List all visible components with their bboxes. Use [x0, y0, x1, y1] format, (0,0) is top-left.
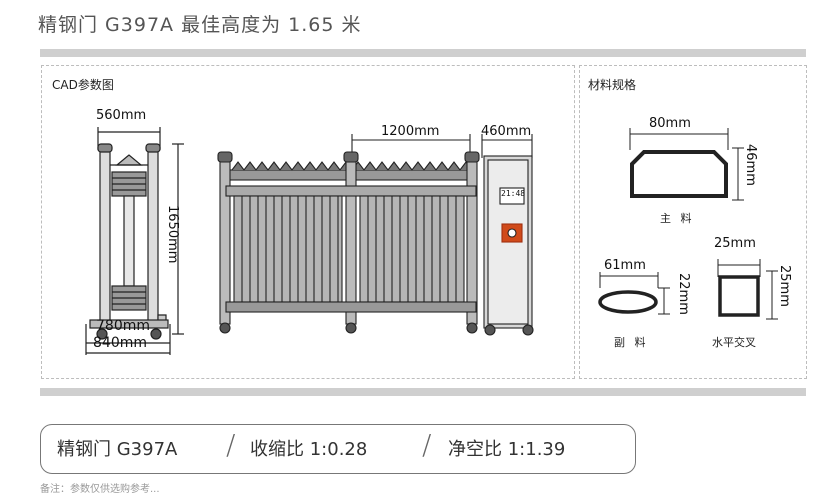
gate-display-readout: 21:48 — [501, 189, 526, 198]
material-panel-label: 材料规格 — [588, 78, 637, 92]
dim-side-width: 560mm — [96, 108, 147, 123]
cross-profile-label: 水平交叉 — [712, 336, 756, 349]
dim-head-width: 460mm — [481, 124, 532, 139]
cross-profile-width: 25mm — [714, 236, 756, 251]
spec-separator-2: / — [422, 428, 432, 461]
secondary-profile-drawing — [598, 272, 670, 315]
top-divider — [40, 49, 806, 57]
dim-section-width: 1200mm — [381, 124, 440, 139]
cross-profile-drawing — [717, 259, 778, 320]
dim-side-height: 1650mm — [165, 205, 180, 264]
spec-separator-1: / — [226, 428, 236, 461]
cad-panel-label: CAD参数图 — [52, 78, 114, 92]
bottom-divider — [40, 388, 806, 396]
spec-clear-ratio: 净空比 1:1.39 — [448, 439, 566, 460]
dim-base-inner: 780mm — [96, 318, 150, 334]
page-title: 精钢门 G397A 最佳高度为 1.65 米 — [38, 14, 362, 36]
main-profile-height: 46mm — [743, 144, 758, 186]
gate-side-view-drawing — [85, 127, 184, 355]
spec-model: 精钢门 G397A — [57, 439, 178, 460]
spec-summary-box — [40, 424, 636, 474]
main-profile-drawing — [629, 128, 744, 201]
footnote: 备注：参数仅供选购参考... — [40, 484, 160, 495]
secondary-profile-height: 22mm — [676, 273, 691, 315]
main-profile-label: 主 料 — [660, 212, 695, 225]
dim-base-outer: 840mm — [93, 335, 147, 351]
cross-profile-height: 25mm — [777, 265, 792, 307]
secondary-profile-width: 61mm — [604, 258, 646, 273]
cad-panel — [41, 65, 575, 379]
spec-ratio: 收缩比 1:0.28 — [250, 439, 368, 460]
secondary-profile-label: 副 料 — [614, 336, 649, 349]
gate-front-view-drawing — [217, 134, 534, 336]
main-profile-width: 80mm — [649, 116, 691, 131]
material-panel — [579, 65, 807, 379]
